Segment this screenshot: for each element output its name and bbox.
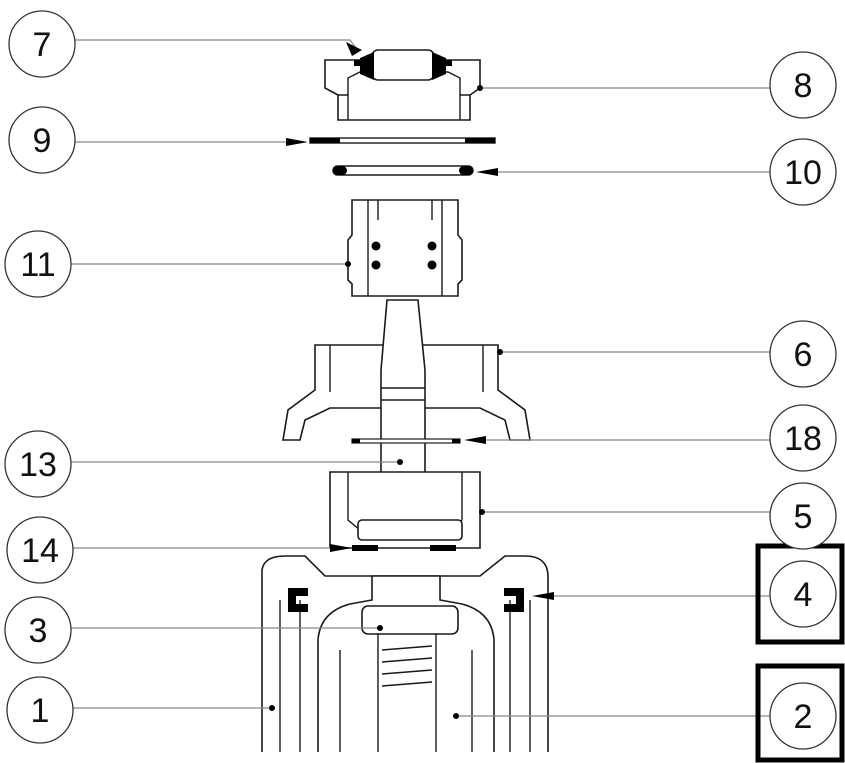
callout-label-18: 18: [784, 420, 822, 458]
leader-arrow-9: [286, 138, 308, 146]
part-10-o-ring: [332, 165, 474, 176]
leader-arrow-18: [464, 436, 486, 444]
part-11-guide-block: [347, 199, 463, 297]
highlight-box-2: [755, 663, 845, 763]
leader-arrow-4: [532, 592, 554, 600]
leader-lines: [68, 39, 772, 719]
part-7-seal-ring: [354, 49, 452, 81]
part-3-spring: [361, 605, 459, 752]
leader-arrow-7: [346, 42, 362, 56]
callout-10: 10: [769, 138, 837, 206]
callout-label-10: 10: [784, 154, 822, 192]
part-18-pin: [351, 438, 461, 444]
callout-1: 1: [6, 676, 74, 744]
leader-arrow-14: [330, 544, 352, 552]
callout-14: 14: [6, 516, 74, 584]
callout-7: 7: [8, 10, 76, 78]
callout-label-1: 1: [31, 692, 50, 730]
callout-4: 4: [769, 560, 837, 628]
callout-6: 6: [769, 320, 837, 388]
part-4-lip-seal: [288, 588, 524, 612]
leader-arrow-10: [476, 168, 498, 176]
callout-5: 5: [769, 482, 837, 550]
callout-label-9: 9: [33, 122, 52, 160]
callout-8: 8: [769, 51, 837, 119]
callout-label-14: 14: [21, 532, 59, 570]
callout-11: 11: [4, 230, 72, 298]
callout-label-6: 6: [794, 336, 813, 374]
callout-label-8: 8: [794, 67, 813, 105]
callout-2: 2: [769, 682, 837, 750]
callout-label-2: 2: [794, 698, 813, 736]
callout-label-7: 7: [33, 26, 52, 64]
callout-label-13: 13: [19, 446, 57, 484]
callout-label-3: 3: [29, 612, 48, 650]
part-14-seal: [352, 545, 456, 551]
part-9-washer: [309, 137, 496, 144]
part-5-coupling-nut: [329, 471, 481, 549]
callout-13: 13: [4, 430, 72, 498]
callout-18: 18: [769, 404, 837, 472]
callout-3: 3: [4, 596, 72, 664]
callout-label-5: 5: [794, 498, 813, 536]
callout-label-4: 4: [794, 576, 813, 614]
callout-label-11: 11: [20, 246, 55, 284]
callout-9: 9: [8, 106, 76, 174]
